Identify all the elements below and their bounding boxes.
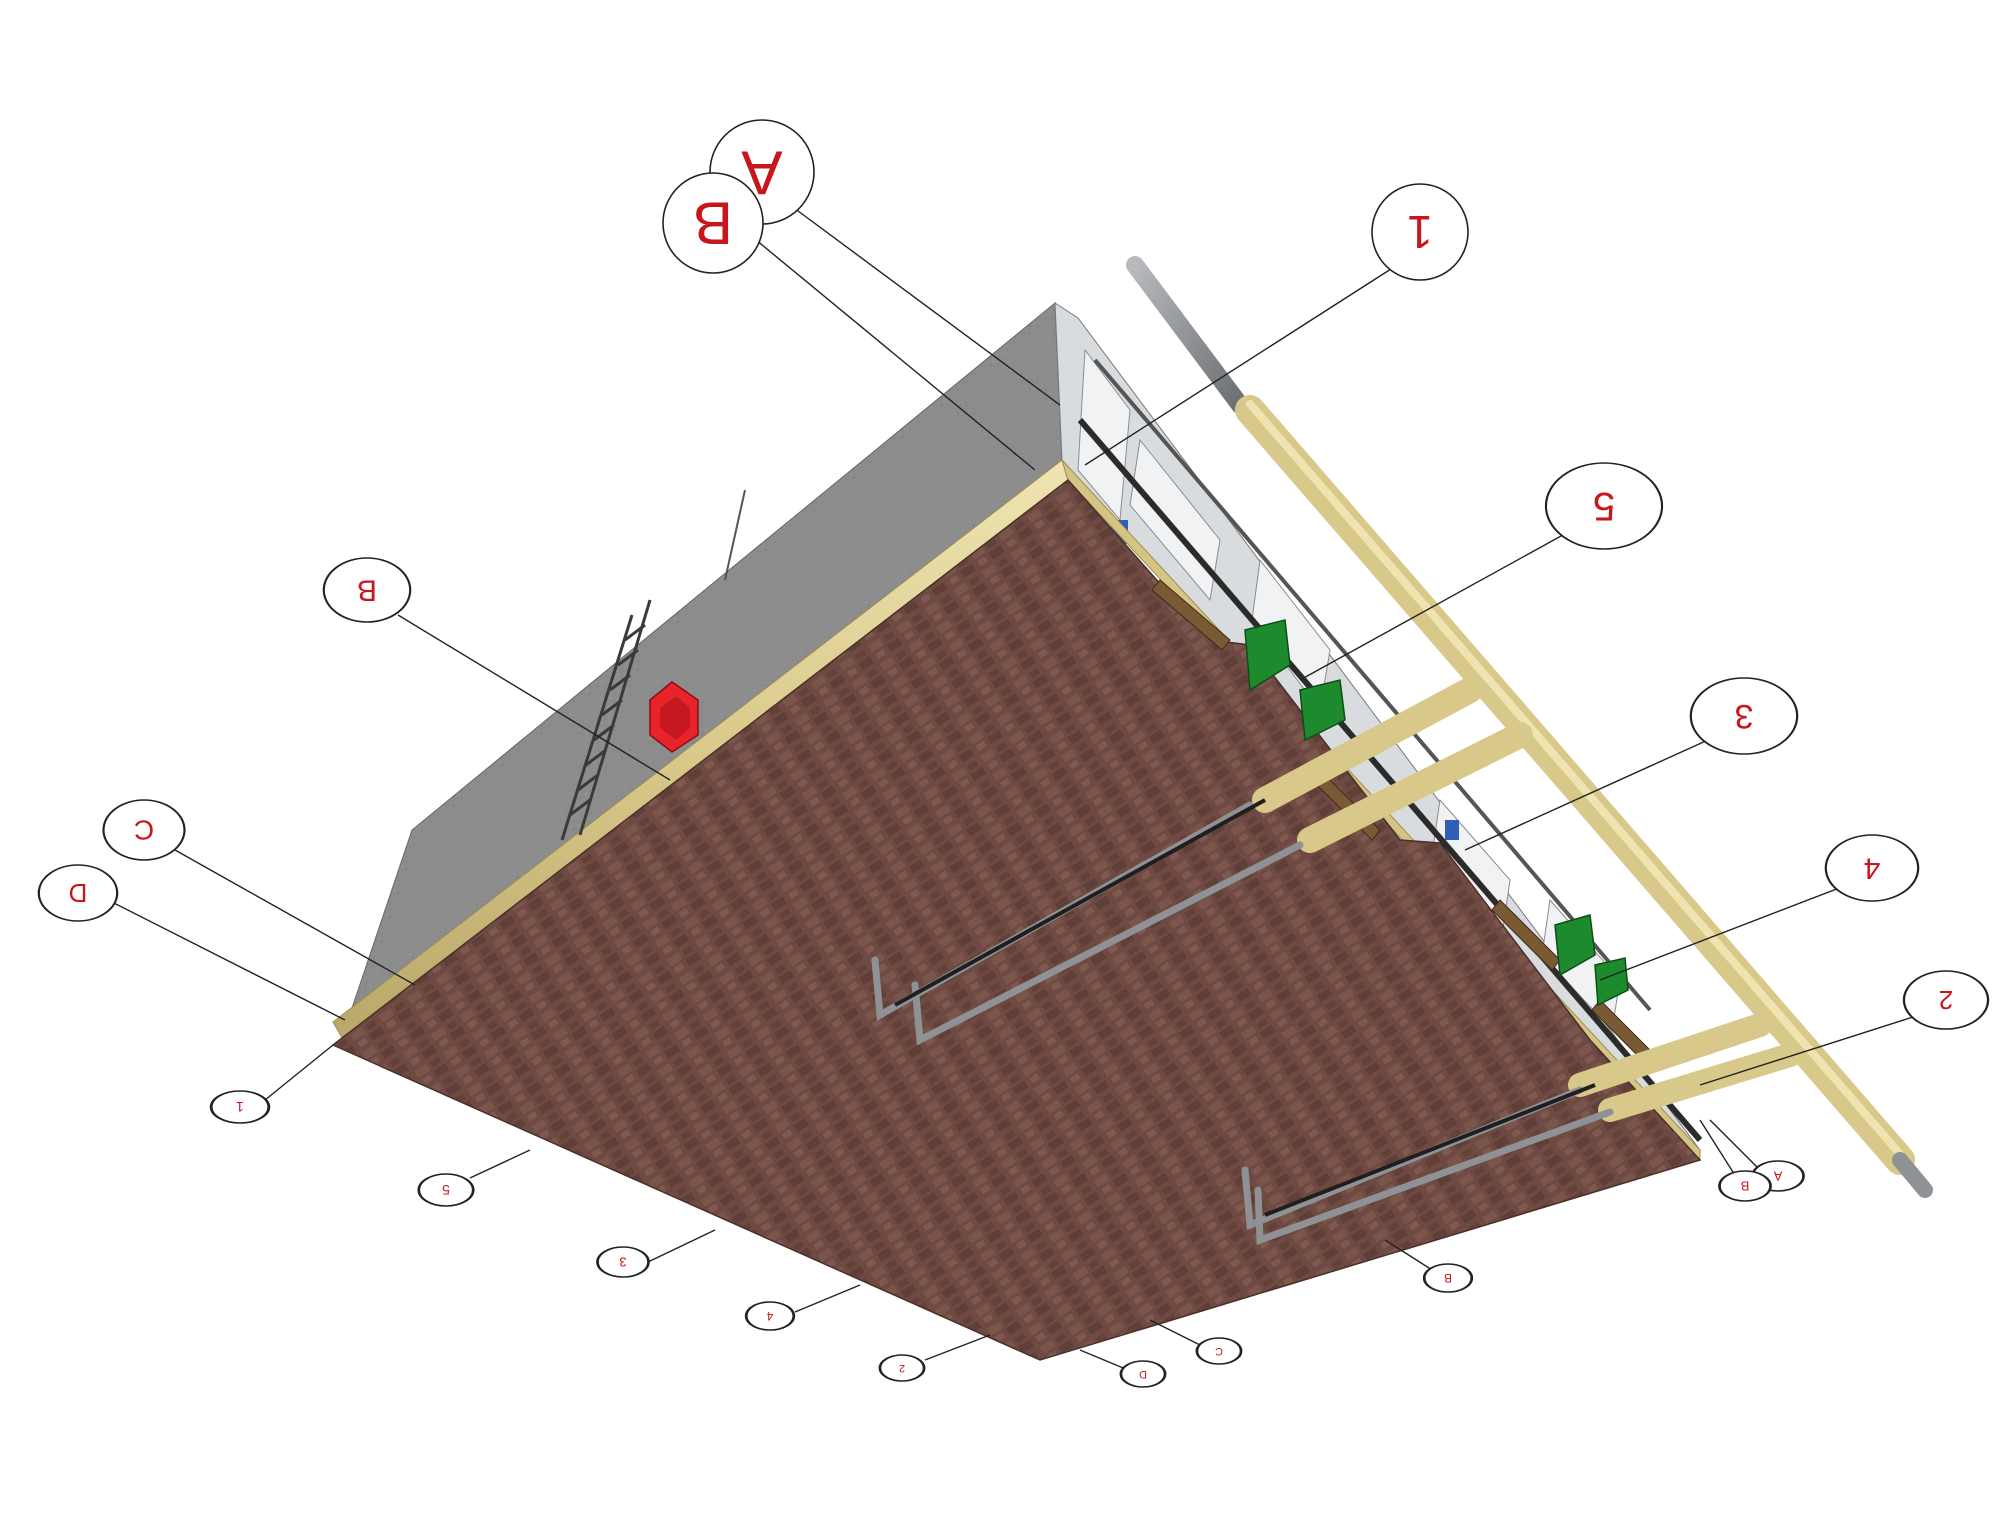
tag-label: B [1444, 1271, 1452, 1285]
grid-tag-right-2: 2 [1902, 970, 1990, 1030]
red-sign-icon [649, 681, 699, 753]
grid-tag-bottom-5: 5 [417, 1173, 475, 1207]
tag-label: B [1741, 1179, 1750, 1194]
tag-label: 3 [1735, 697, 1754, 735]
grid-tag-bottom-1: 1 [209, 1090, 271, 1124]
tag-label: 4 [1864, 852, 1881, 885]
ladder-icon [560, 599, 652, 841]
tag-label: 5 [442, 1182, 450, 1198]
grid-tag-right-5: 5 [1544, 462, 1664, 550]
branch-pipes [1252, 677, 1802, 1122]
tag-label: A [1773, 1169, 1782, 1184]
antenna-mast [724, 489, 746, 581]
grid-tag-corner-b: B [1718, 1170, 1772, 1202]
tag-label: D [69, 878, 88, 908]
tag-label: C [134, 815, 154, 846]
grid-tag-bottom-d: D [1119, 1360, 1167, 1388]
duct-run [1077, 418, 1703, 1142]
tag-label: B [357, 574, 377, 607]
grid-tag-right-4: 4 [1824, 834, 1920, 902]
tag-label: 2 [1939, 985, 1953, 1015]
tag-label: 4 [766, 1309, 773, 1323]
drop-pipe-shadows [894, 798, 1596, 1217]
tag-label: 1 [236, 1099, 244, 1115]
tag-label: 2 [899, 1362, 905, 1374]
brick-slab [331, 478, 1702, 1361]
grid-tag-right-3: 3 [1689, 677, 1799, 755]
grid-tag-left-c: C [102, 799, 186, 861]
tag-label: D [1139, 1368, 1147, 1380]
grid-tag-bottom-3: 3 [596, 1246, 650, 1278]
duct-run [1093, 358, 1652, 1012]
tag-label: C [1215, 1345, 1223, 1357]
green-equipment-icon [1244, 619, 1629, 1007]
grid-tag-bottom-b: B [1422, 1263, 1474, 1293]
tag-label: 5 [1593, 484, 1615, 528]
tag-label: 3 [619, 1255, 626, 1270]
grid-tag-left-d: D [37, 864, 119, 922]
grid-tag-bottom-2: 2 [878, 1354, 926, 1382]
tag-label: 1 [1407, 206, 1433, 258]
grid-tag-bottom-4: 4 [744, 1301, 796, 1331]
insulated-pipe-icon [1126, 256, 1933, 1198]
grid-tag-bottom-c: C [1195, 1337, 1243, 1365]
grid-tag-right-1: 1 [1371, 183, 1469, 281]
electrical-panel-icon [1445, 820, 1459, 840]
grid-tag-top-b: B [662, 172, 764, 274]
leader-lines [107, 204, 1936, 1376]
grid-tag-left-b: B [322, 557, 412, 623]
tag-label: B [693, 190, 733, 257]
